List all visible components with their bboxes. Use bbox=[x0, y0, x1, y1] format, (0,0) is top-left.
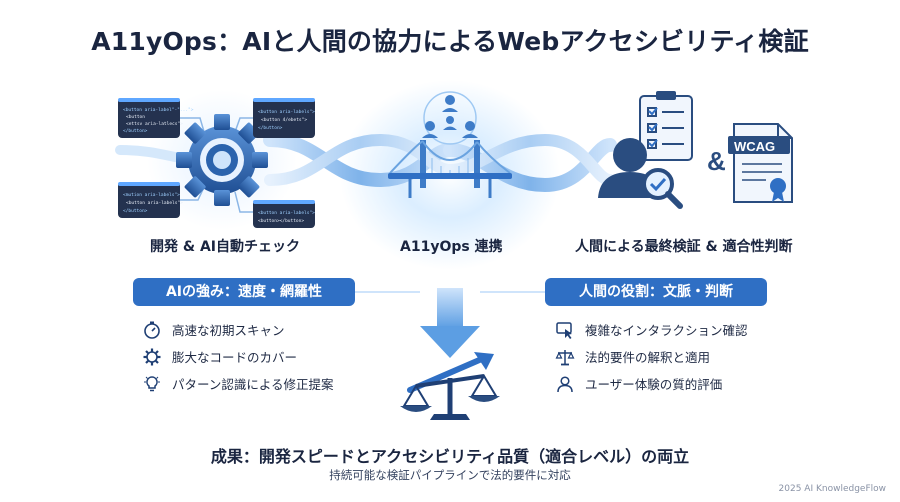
list-item: 法的要件の解釈と適用 bbox=[555, 343, 748, 370]
list-item: 高速な初期スキャン bbox=[142, 316, 334, 343]
list-item: 複雑なインタラクション確認 bbox=[555, 316, 748, 343]
svg-text:<ettsv aria-latlecs">: <ettsv aria-latlecs"> bbox=[126, 121, 183, 127]
code-snippet-3: <mution aria-labels"> <button aria-label… bbox=[118, 182, 183, 218]
copyright-text: 2025 AI KnowledgeFlow bbox=[778, 484, 886, 494]
human-role-list: 複雑なインタラクション確認 法的要件の解釈と適用 ユーザー体験の質的評価 bbox=[555, 316, 748, 397]
wcag-label: WCAG bbox=[734, 139, 775, 154]
human-role-heading: 人間の役割：文脈・判断 bbox=[545, 278, 767, 306]
user-icon bbox=[557, 375, 573, 392]
result-subtitle: 持続可能な検証パイプラインで法的要件に対応 bbox=[329, 468, 571, 482]
list-item: ユーザー体験の質的評価 bbox=[555, 370, 748, 397]
list-item: 膨大なコードのカバー bbox=[142, 343, 334, 370]
interaction-icon bbox=[556, 321, 572, 339]
wcag-document-icon bbox=[728, 123, 793, 203]
down-arrow-icon bbox=[420, 288, 480, 358]
team-network-icon bbox=[422, 91, 478, 145]
svg-text:</button>: </button> bbox=[123, 128, 148, 134]
balance-scale-icon bbox=[400, 352, 500, 420]
checklist-icon bbox=[639, 91, 693, 161]
scales-icon bbox=[555, 349, 575, 365]
ai-strengths-list: 高速な初期スキャン 膨大なコードのカバー パターン認識による修正提案 bbox=[142, 316, 334, 397]
bridge-icon bbox=[388, 140, 512, 198]
svg-text:<button></button>: <button></button> bbox=[258, 218, 304, 224]
svg-text:<button aria-labels">: <button aria-labels"> bbox=[258, 109, 315, 115]
svg-text:<mution aria-labels">: <mution aria-labels"> bbox=[123, 192, 180, 198]
svg-text:<button aria-labels">: <button aria-labels"> bbox=[126, 200, 183, 206]
lightbulb-icon bbox=[144, 375, 160, 391]
stage-label-left: 開発 & AI自動チェック bbox=[150, 239, 301, 255]
code-snippet-1: <button aria-label"-"..."> <button <etts… bbox=[118, 98, 194, 138]
svg-text:</button>: </button> bbox=[258, 125, 283, 131]
ampersand-text: & bbox=[707, 146, 726, 176]
svg-text:<button 4/ebets">: <button 4/ebets"> bbox=[261, 117, 307, 123]
svg-text:<button: <button bbox=[126, 114, 145, 120]
stopwatch-icon bbox=[144, 321, 160, 339]
result-title: 成果：開発スピードとアクセシビリティ品質（適合レベル）の両立 bbox=[210, 447, 690, 466]
ai-strengths-heading: AIの強み：速度・網羅性 bbox=[133, 278, 355, 306]
list-item: パターン認識による修正提案 bbox=[142, 370, 334, 397]
stage-label-right: 人間による最終検証 & 適合性判断 bbox=[575, 239, 793, 255]
gear-icon bbox=[143, 348, 161, 365]
stage-label-center: A11yOps 連携 bbox=[400, 239, 503, 255]
svg-text:<button aria-label"-"...">: <button aria-label"-"..."> bbox=[123, 107, 194, 113]
svg-text:</button>: </button> bbox=[123, 208, 148, 214]
code-snippet-2: <button aria-labels"> <button 4/ebets"> … bbox=[253, 98, 315, 138]
reviewer-icon bbox=[598, 138, 683, 209]
code-snippet-4: <button aria-labels"> <button></button> bbox=[253, 200, 315, 228]
svg-text:<button aria-labels">: <button aria-labels"> bbox=[258, 210, 315, 216]
page-title: A11yOps：AIと人間の協力によるWebアクセシビリティ検証 bbox=[91, 27, 809, 56]
